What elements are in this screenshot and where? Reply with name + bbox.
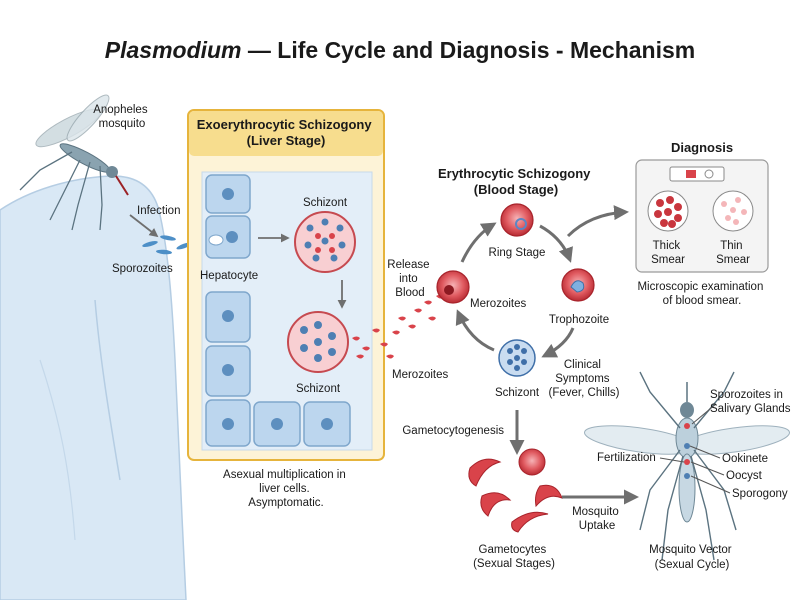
gametocytes-label: Gametocytes (Sexual Stages) — [473, 544, 555, 570]
schizont-to-merozoite-arrow — [455, 309, 495, 352]
thick-smear-icon — [647, 190, 689, 232]
blood-stage-to-diagnosis-arrow — [566, 205, 629, 238]
mosquito-uptake-label: Mosquito Uptake — [572, 506, 622, 532]
blood-merozoite-rbc — [436, 270, 470, 304]
liver-schizont-bottom-label: Schizont — [296, 383, 341, 395]
sporogony-label: Sporogony — [732, 488, 788, 500]
gametocytes-icon — [468, 448, 563, 533]
hepatocyte-nuclei — [222, 188, 333, 430]
blood-schizont-label: Schizont — [495, 387, 540, 399]
liver-stage-header: Exoerythrocytic Schizogony (Liver Stage) — [197, 117, 375, 148]
diagram-title: Plasmodium — Life Cycle and Diagnosis - … — [105, 37, 696, 63]
human-arm-contour — [94, 299, 121, 481]
blood-schizont-rbc — [498, 339, 536, 377]
oocyst-label: Oocyst — [726, 470, 763, 482]
fertilization-label: Fertilization — [597, 452, 656, 464]
ring-stage-label: Ring Stage — [489, 247, 546, 259]
diagnosis-header: Diagnosis — [671, 140, 733, 155]
trophozoite-to-schizont-arrow — [541, 327, 575, 358]
blood-merozoites-label: Merozoites — [470, 298, 526, 310]
liver-schizont-top — [294, 211, 356, 273]
ookinete-label: Ookinete — [722, 453, 768, 465]
sporozoites-salivary-label: Sporozoites in Salivary Glands — [710, 389, 791, 415]
release-into-blood-label: Release into Blood — [387, 259, 432, 299]
human-torso-contour — [39, 359, 76, 541]
anopheles-mosquito-icon — [19, 94, 129, 231]
mosquito-vector-icon — [584, 371, 790, 561]
merozoites-stream-icon — [352, 294, 444, 359]
liver-stage-caption: Asexual multiplication in liver cells. A… — [223, 469, 349, 509]
anopheles-mosquito-label: Anopheles mosquito — [93, 104, 151, 130]
mosquito-leader-lines — [659, 403, 731, 494]
blood-stage-header: Erythrocytic Schizogony (Blood Stage) — [438, 166, 594, 197]
diagnosis-panel — [635, 159, 769, 273]
ring-stage-rbc — [500, 203, 534, 237]
infection-label: Infection — [137, 205, 180, 217]
ring-to-trophozoite-arrow — [539, 224, 573, 263]
gametocytogenesis-label: Gametocytogenesis — [402, 425, 504, 437]
human-body-silhouette — [0, 175, 187, 600]
infected-hepatocyte-entry — [208, 234, 224, 246]
hepatocyte-label: Hepatocyte — [200, 270, 258, 282]
thin-smear-icon — [712, 190, 754, 232]
liver-stage-header-band — [189, 111, 383, 156]
trophozoite-label: Trophozoite — [549, 314, 609, 326]
clinical-symptoms-label: Clinical Symptoms (Fever, Chills) — [549, 359, 620, 399]
liver-merozoites-label: Merozoites — [392, 369, 448, 381]
liver-schizont-top-label: Schizont — [303, 197, 348, 209]
microscope-slide-icon — [669, 166, 725, 182]
diagnosis-caption: Microscopic examination of blood smear. — [637, 281, 766, 307]
trophozoite-rbc — [561, 268, 595, 302]
sporozoites-label: Sporozoites — [112, 263, 173, 275]
merozoite-to-ring-arrow — [460, 222, 497, 263]
thin-smear-label: Thin Smear — [716, 240, 750, 266]
thick-smear-label: Thick Smear — [651, 240, 685, 266]
infection-arrow — [129, 214, 159, 238]
liver-schizont-bottom — [287, 311, 349, 373]
mosquito-vector-caption: Mosquito Vector (Sexual Cycle) — [649, 544, 735, 571]
